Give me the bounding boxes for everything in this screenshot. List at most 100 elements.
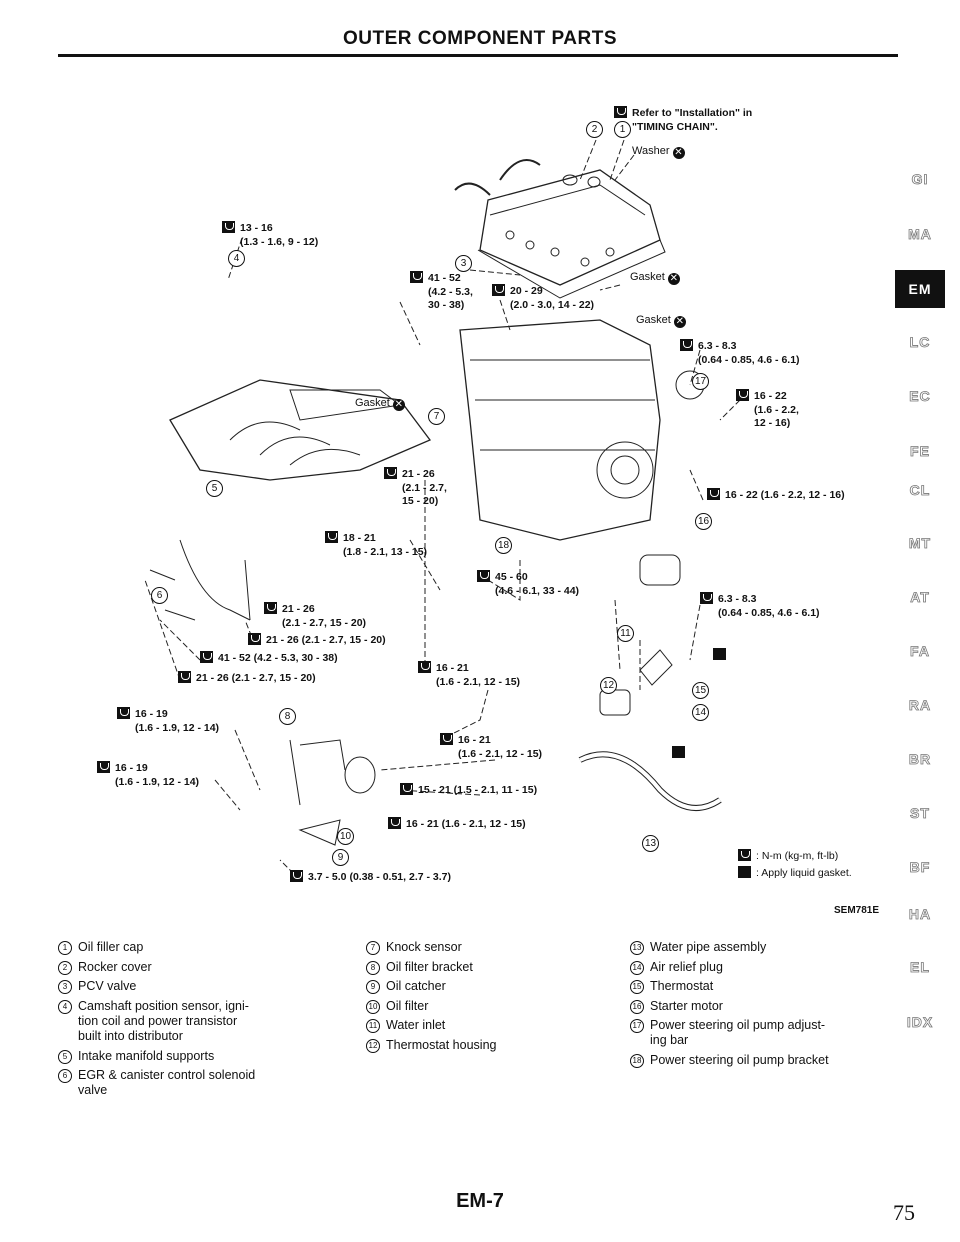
part-item: 15 Thermostat [630, 977, 890, 997]
tab-fe[interactable]: FE [910, 443, 930, 460]
text: 10 [366, 999, 380, 1014]
text: (1.8 - 2.1, 13 - 15) [343, 545, 428, 558]
tab-el[interactable]: EL [910, 959, 930, 976]
torque-label: 16 - 21 (1.6 - 2.1, 12 - 15) [388, 817, 526, 832]
text: 41 - 52 (4.2 - 5.3, 30 - 38) [218, 652, 338, 664]
callout-10: 10 [337, 828, 354, 845]
liquid-gasket-icon [672, 746, 685, 758]
torque-label: 3.7 - 5.0 (0.38 - 0.51, 2.7 - 3.7) [290, 870, 451, 885]
text: 6.3 - 8.3 [718, 593, 757, 605]
text: 8 [366, 960, 380, 975]
text: Oil catcher [386, 979, 446, 993]
torque-icon [680, 339, 693, 351]
text: EGR & canister control solenoid valve [78, 1068, 256, 1097]
tab-at[interactable]: AT [910, 589, 930, 606]
torque-label: 45 - 60(4.6 - 6.1, 33 - 44) [477, 570, 579, 598]
torque-label: 16 - 22 (1.6 - 2.2, 12 - 16) [707, 488, 845, 503]
text: Oil filter [386, 998, 429, 1013]
callout-12: 12 [600, 677, 617, 694]
torque-icon [264, 602, 277, 614]
gasket-note-3: Gasket✕ [355, 397, 405, 411]
text: 20 - 29 [510, 285, 543, 297]
tab-ha[interactable]: HA [908, 906, 932, 923]
replace-icon: ✕ [673, 316, 686, 328]
text: Knock sensor [386, 940, 462, 954]
torque-icon [117, 707, 130, 719]
tab-ec[interactable]: EC [909, 388, 931, 405]
torque-icon [736, 389, 749, 401]
torque-label: 16 - 19(1.6 - 1.9, 12 - 14) [97, 761, 199, 789]
washer-note: Washer✕ [632, 145, 685, 159]
tab-ra[interactable]: RA [908, 697, 932, 714]
text: (4.6 - 6.1, 33 - 44) [495, 584, 580, 597]
text: PCV valve [78, 979, 137, 993]
liquid-gasket-icon [713, 648, 726, 660]
torque-icon [388, 817, 401, 829]
tab-fa[interactable]: FA [910, 643, 930, 660]
torque-label: 15 - 21 (1.5 - 2.1, 11 - 15) [400, 783, 537, 798]
text: (1.6 - 1.9, 12 - 14) [115, 775, 200, 788]
callout-8: 8 [279, 708, 296, 725]
part-item: 10 Oil filter [366, 997, 606, 1017]
tab-mt[interactable]: MT [908, 535, 932, 552]
engine-block-drawing [459, 319, 705, 541]
text: 16 - 19 [115, 762, 148, 774]
tab-em[interactable]: EM [895, 270, 945, 308]
text: 16 - 21 [458, 734, 491, 746]
text: Thermostat [650, 979, 714, 993]
text: 6.3 - 8.3 [698, 340, 737, 352]
text: 45 - 60 [495, 571, 528, 583]
tab-cl[interactable]: CL [909, 482, 931, 499]
torque-label: 16 - 21(1.6 - 2.1, 12 - 15) [440, 733, 542, 761]
text: 15 [630, 980, 644, 994]
callout-17: 17 [692, 373, 709, 390]
part-item: 8 Oil filter bracket [366, 958, 606, 978]
torque-label: 21 - 26 (2.1 - 2.7, 15 - 20) [248, 633, 386, 648]
text: : N-m (kg-m, ft-lb) [756, 850, 839, 862]
tab-gi[interactable]: GI [911, 171, 929, 188]
torque-icon [477, 570, 490, 582]
text: (1.6 - 1.9, 12 - 14) [135, 721, 220, 734]
text: Starter motor [650, 998, 723, 1013]
text: Refer to "Installation" in [632, 107, 753, 119]
text: (1.6 - 2.2, [754, 403, 799, 416]
text: 21 - 26 (2.1 - 2.7, 15 - 20) [196, 672, 316, 684]
text: 4 [58, 999, 72, 1014]
text: (0.64 - 0.85, 4.6 - 6.1) [718, 606, 820, 619]
text: 7 [366, 941, 380, 955]
text: (2.1 - 2.7, [402, 481, 447, 494]
text: 21 - 26 [282, 603, 315, 615]
callout-7: 7 [428, 408, 445, 425]
text: 16 - 21 [436, 662, 469, 674]
part-item: 3 PCV valve [58, 977, 348, 997]
torque-label: 18 - 21(1.8 - 2.1, 13 - 15) [325, 531, 427, 559]
text: Oil filter bracket [386, 959, 473, 974]
text: 21 - 26 (2.1 - 2.7, 15 - 20) [266, 634, 386, 646]
text: 16 - 22 [754, 390, 787, 402]
torque-icon [97, 761, 110, 773]
text: Washer [632, 145, 670, 157]
text: Air relief plug [650, 959, 723, 974]
text: "TIMING CHAIN". [632, 120, 718, 133]
text: 11 [366, 1019, 380, 1033]
tab-ma[interactable]: MA [908, 226, 932, 243]
torque-label: 13 - 16(1.3 - 1.6, 9 - 12) [222, 221, 318, 249]
tab-bf[interactable]: BF [909, 859, 931, 876]
torque-icon [410, 271, 423, 283]
text: 16 - 22 (1.6 - 2.2, 12 - 16) [725, 489, 845, 501]
text: 18 - 21 [343, 532, 376, 544]
text: 3 [58, 980, 72, 994]
text: 5 [58, 1049, 72, 1064]
callout-15: 15 [692, 682, 709, 699]
tab-br[interactable]: BR [908, 751, 932, 768]
tab-idx[interactable]: IDX [906, 1014, 934, 1031]
tab-lc[interactable]: LC [909, 334, 931, 351]
tab-st[interactable]: ST [910, 805, 930, 822]
text: Oil filler cap [78, 940, 144, 954]
text: Gasket [636, 314, 671, 326]
